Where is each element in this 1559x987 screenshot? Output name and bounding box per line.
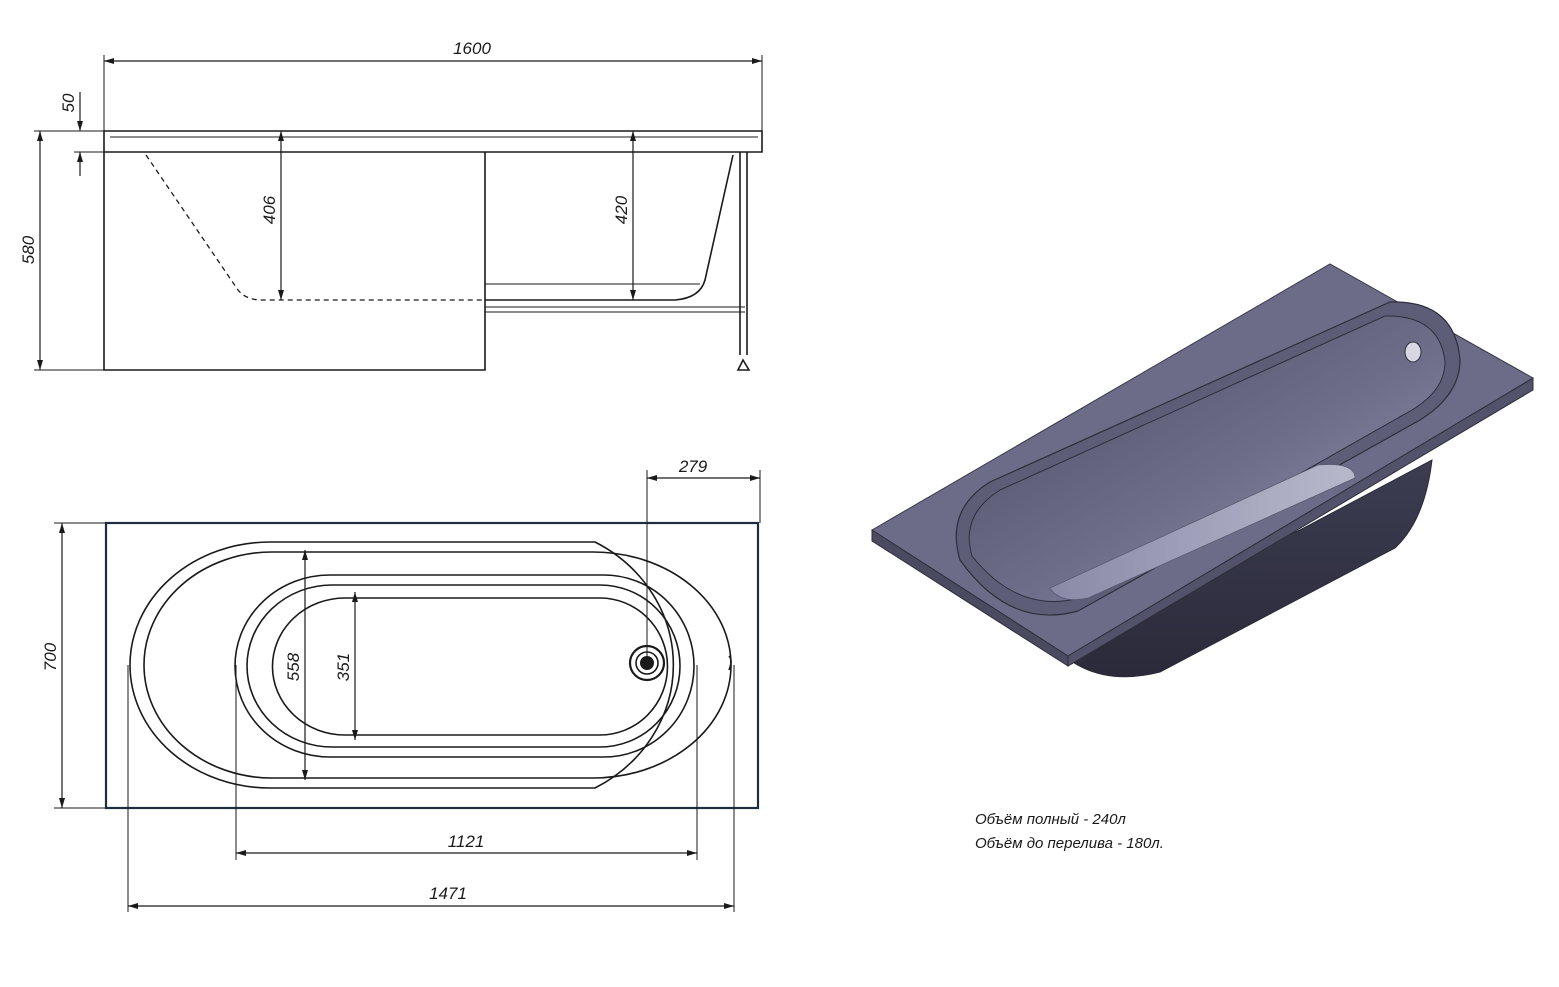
isometric-bathtub [871,263,1534,678]
side-foot [736,358,751,371]
dim-279-label: 279 [678,457,708,476]
tub-bowl-bottom [1049,464,1356,601]
tub-overflow-hole [1404,341,1422,363]
tub-rim-right-edge [1067,377,1534,667]
top-bowl-inner-2 [246,584,681,748]
dim-406-label: 406 [260,195,279,224]
top-bowl-outer-2 [143,551,732,779]
volume-full-note: Объём полный - 240л [975,811,1126,828]
volume-notes: Объём полный - 240л Объём до перелива - … [975,811,1164,852]
overflow-hole [728,655,732,671]
top-bowl-outer [129,541,675,789]
dim-1471-label: 1471 [429,884,467,903]
dim-50-label: 50 [59,93,78,112]
volume-overflow-note: Объём до перелива - 180л. [975,835,1164,852]
dim-558-label: 558 [284,652,303,681]
dim-420-label: 420 [612,195,631,224]
side-bowl-right [485,154,734,301]
top-bowl-inner [234,574,695,758]
side-hidden-slope [145,154,485,301]
dim-351-label: 351 [334,653,353,681]
side-rim [103,130,763,153]
dim-700-label: 700 [41,642,60,671]
top-rim-outline [104,521,760,810]
top-bottom-flat [271,597,669,736]
side-view: 1600 50 580 406 420 [19,39,763,371]
dim-1600-label: 1600 [453,39,491,58]
tub-outer-shell [1047,459,1433,678]
dim-580-label: 580 [19,235,38,264]
dim-1121-label: 1121 [448,832,485,851]
top-view: 279 700 558 351 1121 1471 [41,457,761,912]
side-apron [103,152,486,371]
